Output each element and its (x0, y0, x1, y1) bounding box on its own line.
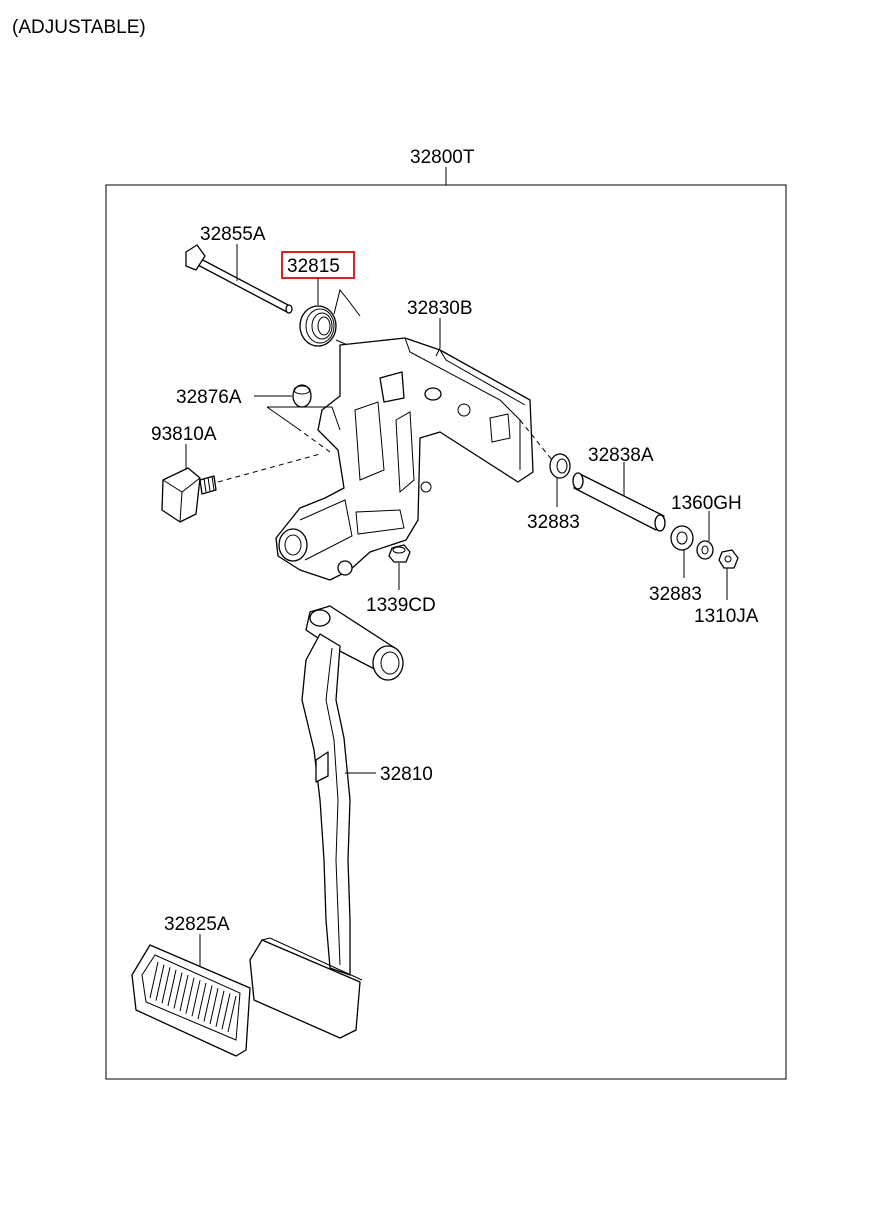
pad-rib (155, 964, 165, 1001)
label-32883-inner[interactable]: 32883 (527, 512, 580, 533)
label-32855A[interactable]: 32855A (200, 224, 266, 245)
label-1360GH[interactable]: 1360GH (671, 493, 742, 514)
pad-rib (191, 980, 201, 1017)
pad-rib (215, 990, 225, 1027)
nut-1339CD[interactable] (388, 544, 411, 563)
bush-32883-outer[interactable] (670, 525, 694, 551)
pad-rib (161, 967, 171, 1004)
pad-rib (209, 988, 219, 1025)
washer-1360GH[interactable] (696, 540, 714, 560)
pad-rib (227, 995, 237, 1033)
pad-rib (173, 972, 183, 1009)
pad-rib (221, 993, 231, 1030)
label-32876A[interactable]: 32876A (176, 387, 242, 408)
nut-1310JA[interactable] (718, 549, 739, 569)
pad-rib (203, 985, 213, 1022)
label-1310JA[interactable]: 1310JA (694, 606, 759, 627)
label-32800T[interactable]: 32800T (410, 147, 475, 168)
switch-93810A[interactable] (161, 467, 217, 523)
label-1339CD[interactable]: 1339CD (366, 595, 436, 616)
diagram-title: (ADJUSTABLE) (12, 17, 146, 38)
label-32815[interactable]: 32815 (287, 256, 340, 277)
pad-rib (167, 969, 177, 1006)
assembly-frame (105, 184, 787, 1080)
spring-32815[interactable] (299, 288, 361, 353)
bracket-32830B[interactable] (275, 337, 534, 581)
bush-pipe-32838A[interactable] (572, 472, 666, 532)
pad-rib (179, 974, 189, 1012)
label-32838A[interactable]: 32838A (588, 445, 654, 466)
label-32825A[interactable]: 32825A (164, 914, 230, 935)
pad-rib (197, 982, 207, 1020)
label-32883-outer[interactable]: 32883 (649, 584, 702, 605)
bush-32883-inner[interactable] (549, 453, 571, 479)
bolt-32855A[interactable] (185, 244, 293, 314)
stopper-32876A[interactable] (292, 384, 312, 408)
label-32830B[interactable]: 32830B (407, 298, 473, 319)
pedal-pad-32825A[interactable] (131, 944, 251, 1057)
pad-rib (149, 961, 159, 999)
label-32810[interactable]: 32810 (380, 764, 433, 785)
label-93810A[interactable]: 93810A (151, 424, 217, 445)
pedal-arm-32810[interactable] (249, 605, 404, 1039)
pad-rib (185, 977, 195, 1014)
